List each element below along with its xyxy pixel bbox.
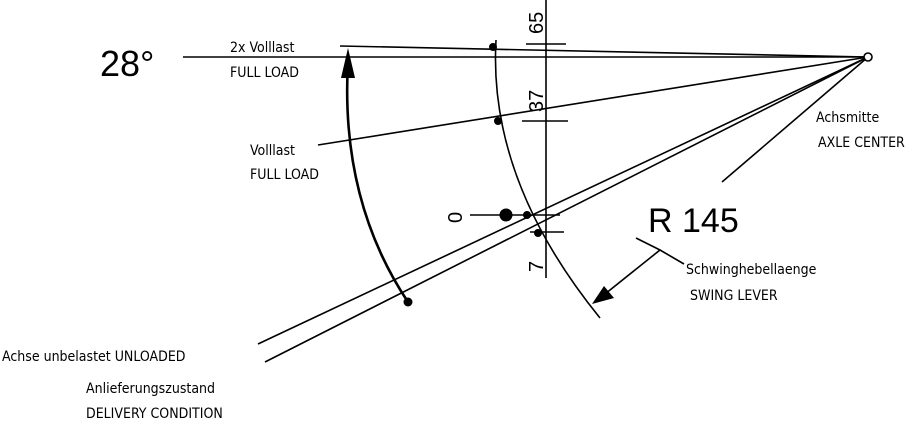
angle-label: 28° (100, 43, 154, 84)
radius-arrow-icon (592, 286, 614, 304)
full-load-en: FULL LOAD (250, 167, 319, 183)
axle-center-de: Achsmitte (816, 110, 879, 126)
swing-leader (635, 237, 661, 251)
scale-7: 7 (526, 261, 548, 272)
point-65 (489, 43, 497, 51)
full-load-line (317, 56, 869, 146)
swing-lever-de: Schwinghebellaenge (686, 262, 817, 278)
point-delivery (403, 297, 413, 307)
point-37 (494, 117, 502, 125)
angle-arc (345, 61, 410, 303)
delivery-line (264, 56, 869, 363)
swing-arc (494, 39, 601, 319)
scale-65: 65 (526, 12, 548, 34)
double-load-line (339, 45, 869, 58)
point-7 (534, 229, 542, 237)
delivery-de: Anlieferungszustand (86, 381, 215, 397)
double-load-en: FULL LOAD (230, 65, 299, 81)
swing-lever-en: SWING LEVER (690, 288, 778, 304)
point-zero (499, 208, 513, 222)
scale-0: 0 (445, 212, 467, 223)
full-load-de: Volllast (250, 143, 295, 159)
radius-label: R 145 (648, 202, 739, 240)
unloaded-label: Achse unbelastet UNLOADED (2, 349, 186, 365)
delivery-en: DELIVERY CONDITION (86, 406, 223, 422)
point-zero-arc (523, 211, 531, 219)
axle-center-point (863, 52, 873, 62)
double-load-de: 2x Volllast (230, 40, 294, 56)
scale-37: 37 (526, 90, 548, 112)
axle-center-en: AXLE CENTER (818, 135, 905, 151)
radius-line (721, 56, 869, 183)
angle-arrow-icon (341, 48, 355, 78)
unloaded-line (257, 56, 869, 345)
